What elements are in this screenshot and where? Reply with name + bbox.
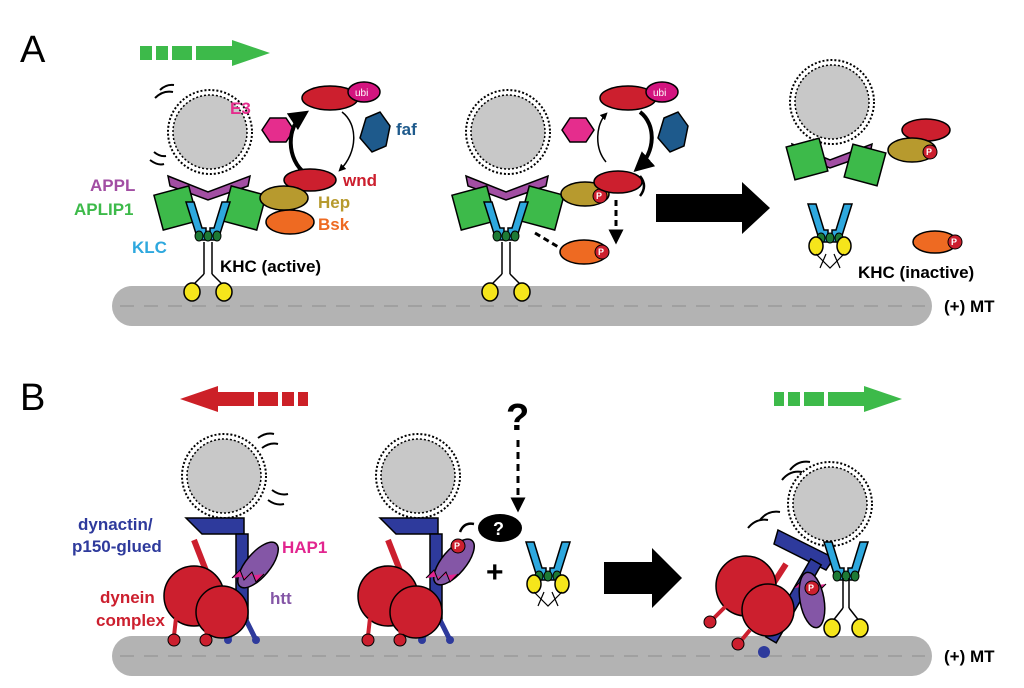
anterograde-arrow-b <box>774 386 902 412</box>
jnk-cycle-active: ubi <box>259 81 391 235</box>
wnd-label: wnd <box>342 171 377 190</box>
faf-protein <box>359 111 391 153</box>
dynein-complex-phosphorylated: P <box>357 433 475 647</box>
khc-inactive-label: KHC (inactive) <box>858 263 974 282</box>
phospho-hep: P <box>596 191 602 201</box>
plus-sign: + <box>486 556 504 589</box>
dynactin-label-1: dynactin/ <box>78 515 153 534</box>
transition-arrow-b <box>604 548 682 608</box>
microtubule-a <box>112 286 932 326</box>
kinesin-recruit <box>525 541 571 607</box>
dynein-complex-retrograde <box>163 432 289 647</box>
kinesin-complex-transition: P P <box>451 89 646 302</box>
hap1-protein <box>231 569 265 583</box>
phospho-hep-3: P <box>926 147 932 157</box>
ubi-label: ubi <box>355 88 368 99</box>
phospho-bsk: P <box>598 247 604 257</box>
unknown-question-mark: ? <box>506 397 529 439</box>
microtubule-b <box>112 636 932 676</box>
microtubule-label-a: (+) MT <box>944 297 995 316</box>
phospho-bsk-3: P <box>951 237 957 247</box>
phospho-htt: P <box>454 541 460 551</box>
appl-label: APPL <box>90 176 135 195</box>
hep-kinase <box>259 185 309 211</box>
transition-arrow-a <box>656 182 770 234</box>
dynactin-label-2: p150-glued <box>72 537 162 556</box>
microtubule-label-b: (+) MT <box>944 647 995 666</box>
dynein-label-1: dynein <box>100 588 155 607</box>
panel-b-letter: B <box>20 377 45 419</box>
bsk-kinase <box>265 209 315 235</box>
aplip1-label: APLIP1 <box>74 200 134 219</box>
faf-label: faf <box>396 120 417 139</box>
retrograde-arrow-b <box>180 386 308 412</box>
jnk-cycle-transition: ubi <box>561 81 689 172</box>
e3-label: E3 <box>230 99 251 118</box>
anterograde-arrow-a <box>140 40 270 66</box>
phospho-htt-switched: P <box>808 583 814 593</box>
htt-label: htt <box>270 589 292 608</box>
panel-a-letter: A <box>20 29 46 71</box>
hap1-label: HAP1 <box>282 538 327 557</box>
dynein-label-2: complex <box>96 611 166 630</box>
hep-label: Hep <box>318 193 350 212</box>
ubi-tag <box>347 81 381 103</box>
unknown-factor <box>478 514 522 542</box>
bsk-label: Bsk <box>318 215 350 234</box>
switched-complex-anterograde: P <box>703 460 873 658</box>
klc-label: KLC <box>132 238 167 257</box>
unknown-factor-label: ? <box>493 519 504 539</box>
dissociated-complex: P P <box>785 59 963 269</box>
ubi-label-2: ubi <box>653 88 666 99</box>
wnd-kinase <box>283 168 337 192</box>
dynactin-protein <box>184 517 245 535</box>
khc-active-label: KHC (active) <box>220 257 321 276</box>
kinesin-complex-active <box>149 83 267 302</box>
